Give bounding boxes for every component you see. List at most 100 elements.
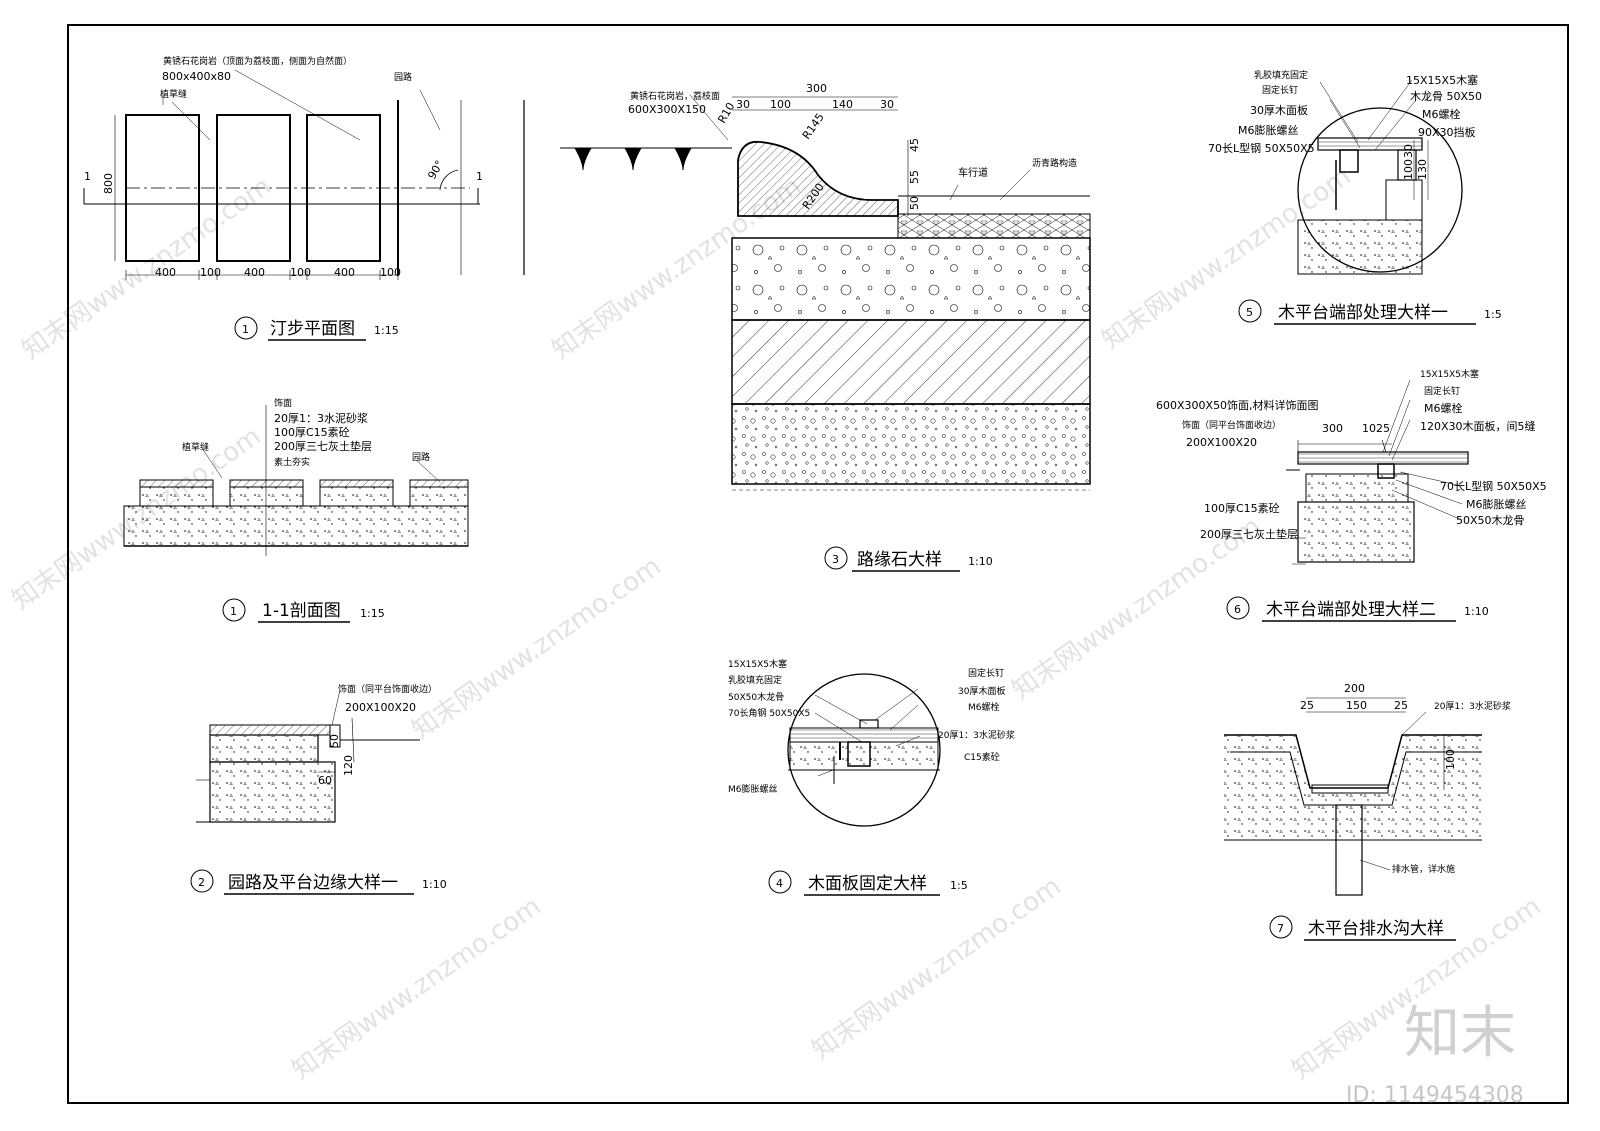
label-d6: 50X50木龙骨 — [1456, 514, 1525, 527]
title-scale: 1:15 — [374, 324, 399, 337]
dim-top: 300 — [806, 82, 827, 95]
dim-130: 130 — [1416, 159, 1429, 180]
section-mark-left: 1 — [84, 170, 91, 183]
label-d4: 30厚木面板 — [958, 685, 1005, 697]
label-grass-joint: 植草缝 — [160, 88, 187, 100]
dim-140: 140 — [832, 98, 853, 111]
dim-150: 150 — [1346, 699, 1367, 712]
label-d4: 50X50木龙骨 — [728, 691, 784, 703]
title-number: 1 — [230, 605, 237, 618]
sheet-border — [67, 24, 1569, 1104]
label-d6: 600X300X50饰面,材料详饰面图 — [1156, 398, 1319, 412]
label-mortar: 20厚1：3水泥砂浆 — [1434, 700, 1511, 712]
title-detail-4: 4 木面板固定大样 1:5 — [768, 870, 968, 896]
label-d6: 固定长钉 — [1424, 385, 1460, 397]
title-detail-1-section: 1 1-1剖面图 1:15 — [222, 598, 385, 623]
label-d4: 固定长钉 — [968, 667, 1004, 679]
dim-size: 200X100X20 — [345, 701, 416, 714]
label-grass-joint: 植草缝 — [182, 441, 209, 453]
angle-label: 90° — [425, 158, 446, 181]
title-detail-3: 3 路缘石大样 1:10 — [824, 546, 993, 572]
watermark-text: 知末网www.znzmo.com — [287, 891, 547, 1085]
layer-label: 200厚三七灰土垫层 — [274, 439, 372, 453]
note-granite-curb: 黄锈石花岗岩，荔枝面 — [630, 90, 720, 102]
title-scale: 1:5 — [1484, 308, 1502, 321]
detail-3-curb — [560, 94, 1091, 491]
dim-45: 45 — [908, 138, 921, 152]
title-detail-7: 7 木平台排水沟大样 — [1269, 915, 1456, 941]
label-d6: 饰面（同平台饰面收边） — [1182, 419, 1281, 431]
dim-30: 30 — [880, 98, 894, 111]
label-d5: 乳胶填充固定 — [1254, 69, 1308, 81]
watermark-text: 知末网www.znzmo.com — [807, 871, 1067, 1065]
label-d4-bolt: M6膨胀螺丝 — [728, 783, 778, 795]
title-scale: 1:15 — [360, 607, 385, 620]
label-d5: M6膨胀螺丝 — [1238, 123, 1299, 137]
dim-25: 25 — [1394, 699, 1408, 712]
dim-30: 30 — [1402, 144, 1415, 158]
title-scale: 1:10 — [968, 555, 993, 568]
label-d5: M6螺栓 — [1422, 107, 1461, 121]
label-road: 园路 — [412, 451, 430, 463]
dim-400: 400 — [155, 266, 176, 279]
label-d5: 70长L型钢 50X50X5 — [1208, 141, 1315, 155]
label-d5: 15X15X5木塞 — [1406, 73, 1478, 87]
title-text: 1-1剖面图 — [262, 601, 341, 621]
radius-r145: R145 — [800, 111, 827, 142]
title-number: 7 — [1277, 922, 1284, 935]
dim-100: 100 — [770, 98, 791, 111]
layer-label: 100厚C15素砼 — [274, 426, 350, 439]
note-finish: 饰面（同平台饰面收边） — [338, 683, 437, 695]
dim-10: 10 — [1362, 422, 1376, 435]
label-d4: C15素砼 — [964, 751, 1000, 763]
detail-5-end — [1297, 79, 1463, 275]
label-d6: 120X30木面板，间5缝 — [1420, 419, 1536, 433]
title-scale: 1:10 — [1464, 605, 1489, 618]
label-d4: M6螺栓 — [968, 701, 1000, 713]
dim-25: 25 — [1376, 422, 1390, 435]
label-d6: M6膨胀螺丝 — [1466, 497, 1527, 511]
title-text: 木面板固定大样 — [808, 874, 927, 894]
title-detail-1-plan: 1 汀步平面图 1:15 — [234, 316, 399, 341]
title-scale: 1:10 — [422, 878, 447, 891]
title-scale: 1:5 — [950, 879, 968, 892]
label-d4: 乳胶填充固定 — [728, 674, 782, 686]
label-asphalt: 沥青路构造 — [1032, 157, 1077, 169]
title-text: 园路及平台边缘大样一 — [228, 873, 398, 893]
watermark-text: 知末网www.znzmo.com — [17, 171, 277, 365]
title-text: 木平台排水沟大样 — [1308, 919, 1444, 939]
title-number: 2 — [198, 876, 205, 889]
dim-50: 50 — [908, 196, 921, 210]
watermark-text: 知末网www.znzmo.com — [407, 551, 667, 745]
label-road: 园路 — [394, 71, 412, 83]
label-d6: 70长L型钢 50X50X5 — [1440, 479, 1547, 493]
dim-100: 100 — [290, 266, 311, 279]
dim-25: 25 — [1300, 699, 1314, 712]
label-d6: 200X100X20 — [1186, 436, 1257, 449]
label-d6: 15X15X5木塞 — [1420, 368, 1479, 380]
image-id: ID: 1149454308 — [1346, 1083, 1524, 1108]
section-mark-right: 1 — [476, 170, 483, 183]
title-text: 汀步平面图 — [270, 319, 355, 339]
title-text: 路缘石大样 — [857, 550, 942, 570]
detail-1-plan — [83, 69, 525, 280]
layer-label: 素土夯实 — [274, 456, 310, 468]
dim-100: 100 — [200, 266, 221, 279]
dim-stone-size: 800x400x80 — [162, 70, 231, 83]
label-d4: 15X15X5木塞 — [728, 658, 787, 670]
title-number: 3 — [832, 553, 839, 566]
label-d6: 200厚三七灰土垫层 — [1200, 527, 1298, 541]
note-granite: 黄锈石花岗岩（顶面为荔枝面，侧面为自然面） — [163, 55, 352, 67]
detail-6-end — [1286, 379, 1469, 565]
title-detail-6: 6 木平台端部处理大样二 1:10 — [1226, 596, 1489, 622]
label-pipe: 排水管，详水施 — [1392, 863, 1455, 875]
title-text: 木平台端部处理大样一 — [1278, 303, 1448, 323]
label-d5: 木龙骨 50X50 — [1410, 90, 1482, 103]
label-d4: 20厚1：3水泥砂浆 — [938, 729, 1015, 741]
logo-stamp: 知末 — [1404, 1001, 1516, 1066]
title-number: 4 — [776, 877, 783, 890]
dim-120: 120 — [342, 755, 355, 776]
label-d5: 30厚木面板 — [1250, 103, 1308, 117]
detail-1-section — [123, 405, 469, 556]
